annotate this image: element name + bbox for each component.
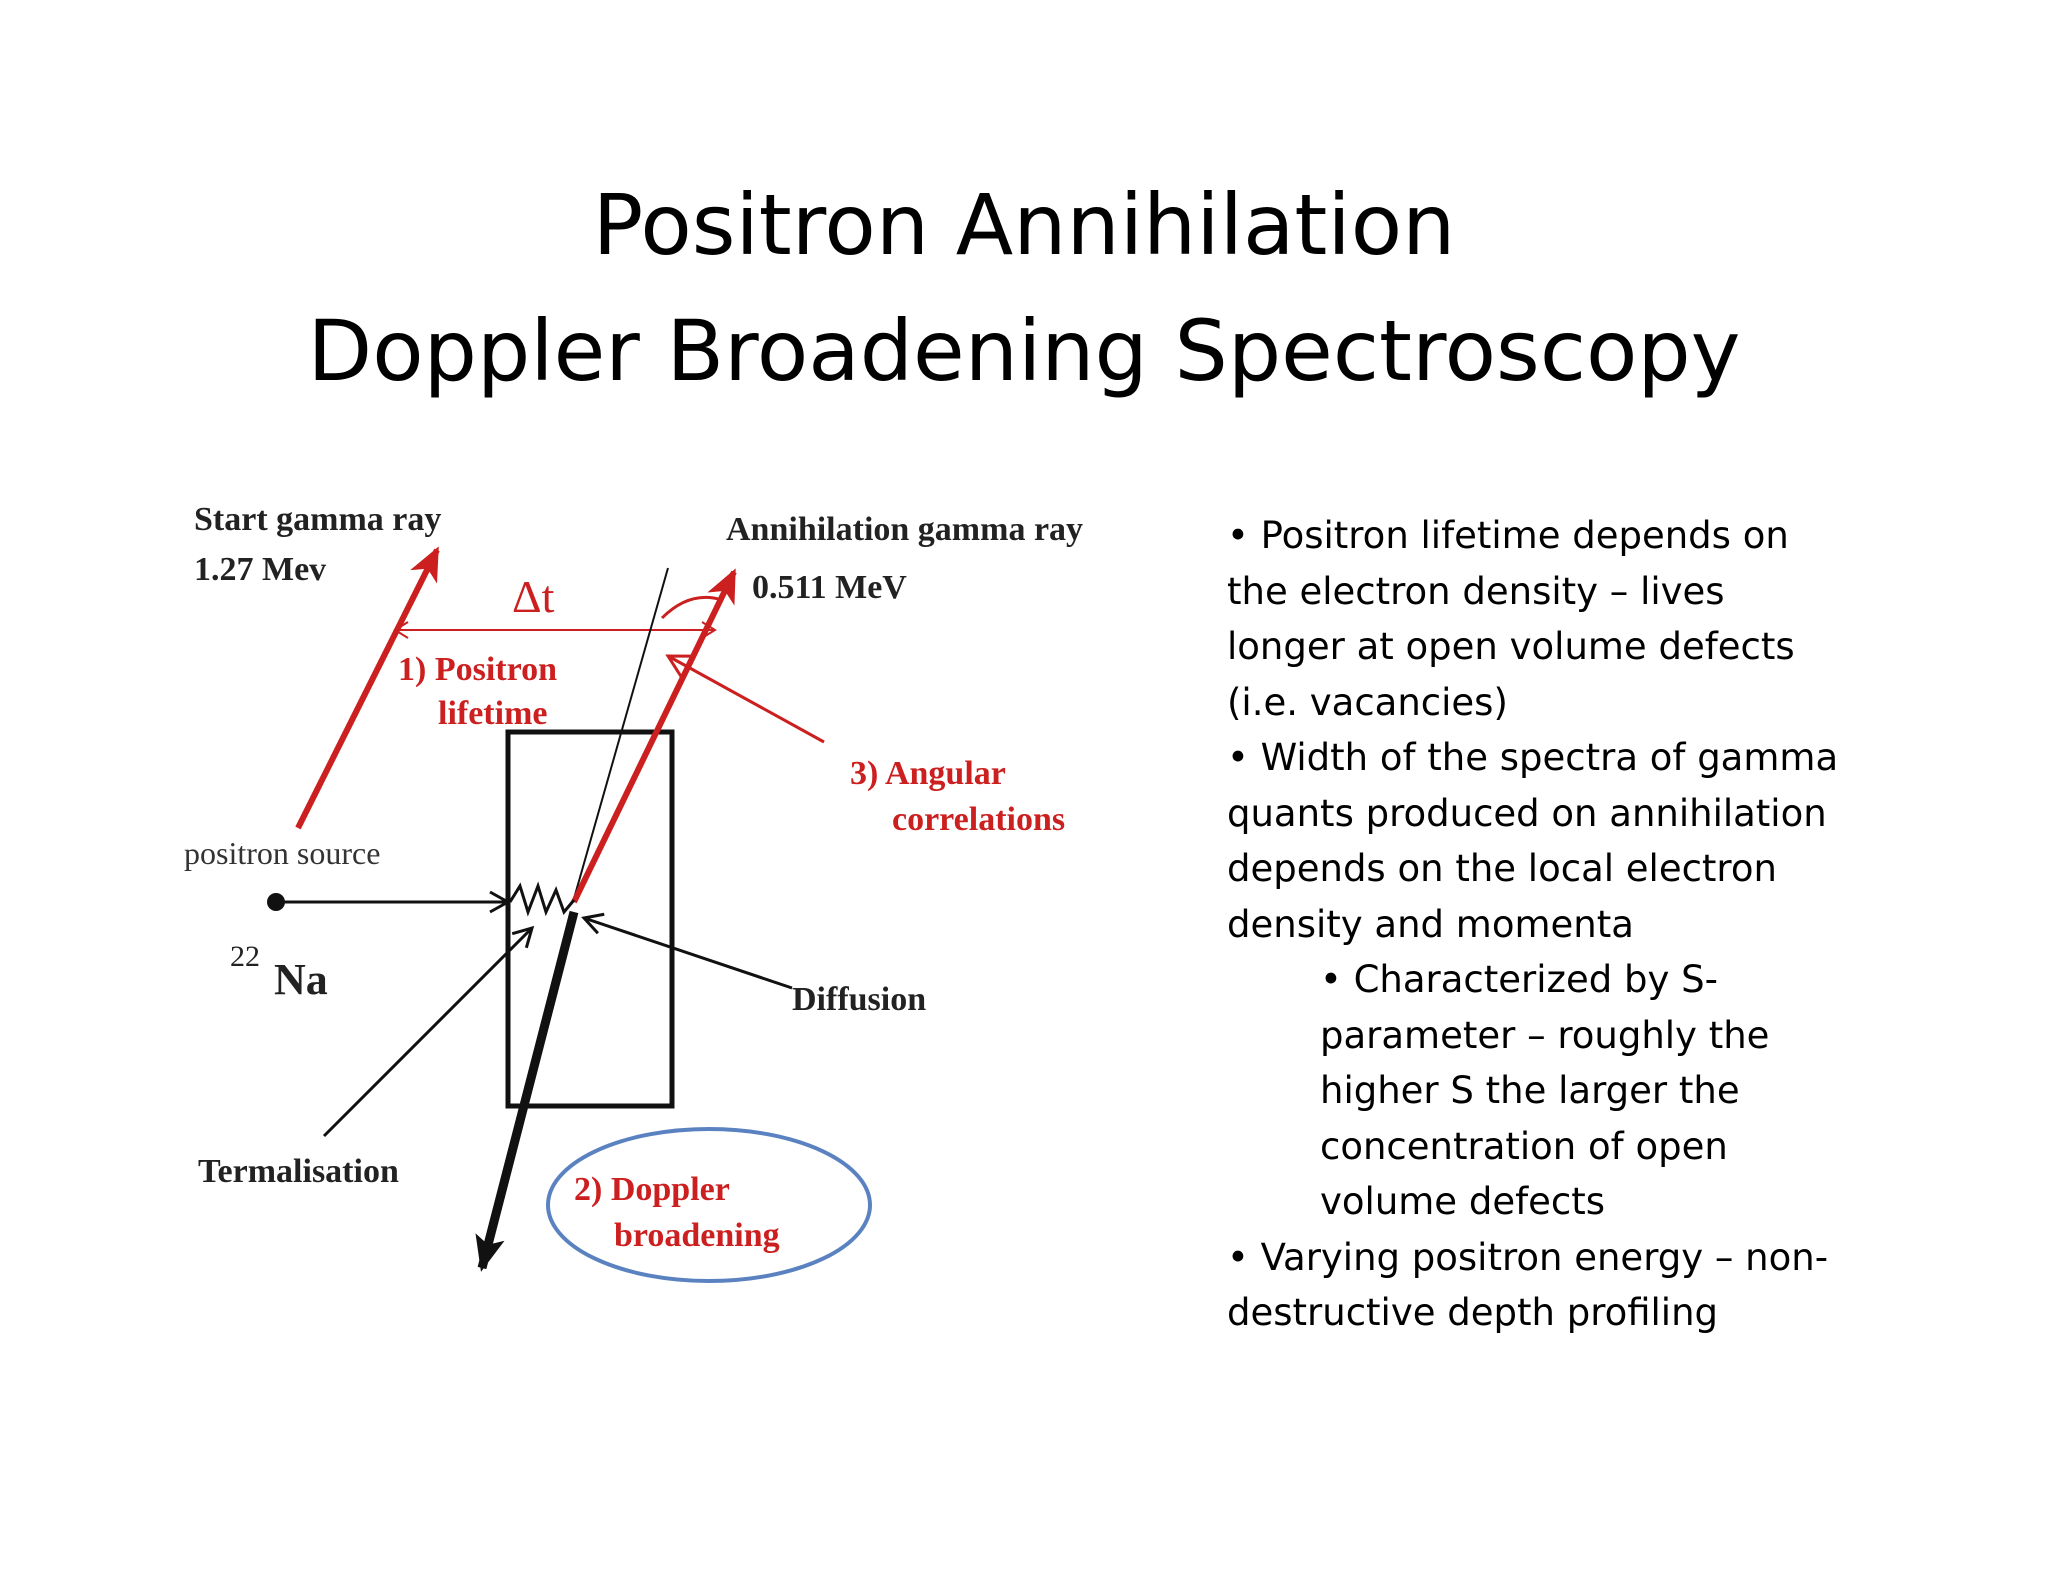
doppler-label-1: 2) Doppler [574, 1171, 730, 1208]
start-gamma-energy: 1.27 Mev [194, 551, 326, 588]
sample-block [505, 729, 675, 1109]
annihilation-gamma-energy: 0.511 MeV [752, 569, 907, 606]
reference-line [572, 567, 669, 903]
angular-pointer [665, 654, 825, 744]
bullet-lifetime: • Positron lifetime depends on the elect… [1227, 508, 1927, 730]
diffusion-label: Diffusion [792, 981, 926, 1018]
bullet-text: • Width of the spectra of gamma quants p… [1227, 736, 1839, 946]
zigzag-path [508, 881, 576, 917]
isotope-symbol: Na [274, 955, 328, 1004]
bullet-spectra-width: • Width of the spectra of gamma quants p… [1227, 730, 1927, 952]
bullet-text: • Varying positron energy – non- destruc… [1227, 1235, 1829, 1335]
delta-t-label: Δt [512, 571, 555, 622]
doppler-label-2: broadening [614, 1217, 780, 1254]
delta-t-left-tick [393, 621, 409, 639]
bullet-text: • Positron lifetime depends on the elect… [1227, 514, 1795, 724]
slide-title: Positron Annihilation Doppler Broadening… [0, 162, 2048, 414]
annihilation-gamma-arrow [571, 568, 737, 904]
bullet-depth-profiling: • Varying positron energy – non- destruc… [1227, 1230, 1927, 1341]
diffusion-pointer [581, 912, 793, 990]
positron-lifetime-label-1: 1) Positron [398, 651, 557, 688]
bullet-s-parameter: • Characterized by S- parameter – roughl… [1227, 952, 1927, 1230]
bullet-text: • Characterized by S- parameter – roughl… [1320, 958, 1770, 1223]
positron-source-label: positron source [184, 835, 380, 871]
angle-arc [660, 595, 723, 620]
termalisation-label: Termalisation [198, 1153, 399, 1190]
doppler-ellipse [546, 1127, 872, 1283]
annihilation-gamma-label: Annihilation gamma ray [726, 511, 1083, 548]
title-line-1: Positron Annihilation [592, 176, 1456, 274]
opposite-gamma-arrow [475, 910, 579, 1272]
positron-lifetime-label-2: lifetime [438, 695, 548, 732]
termalisation-pointer [322, 925, 535, 1138]
title-line-2: Doppler Broadening Spectroscopy [307, 302, 1741, 400]
angular-label-2: correlations [892, 801, 1065, 838]
start-gamma-arrow [295, 546, 440, 830]
start-gamma-label: Start gamma ray [194, 501, 441, 538]
bullet-list: • Positron lifetime depends on the elect… [1227, 508, 1927, 1341]
angular-label-1: 3) Angular [850, 755, 1006, 792]
isotope-mass-number: 22 [230, 940, 260, 973]
